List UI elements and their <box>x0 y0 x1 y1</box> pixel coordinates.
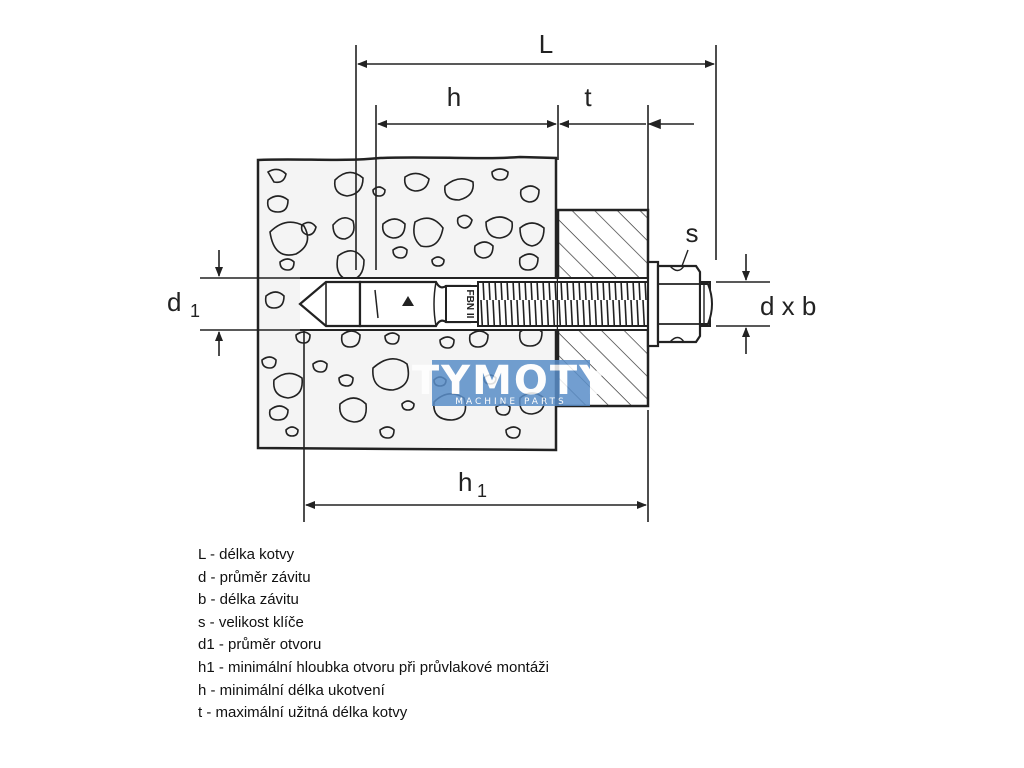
label-dxb: d x b <box>760 291 816 321</box>
legend-item: d1 - průměr otvoru <box>198 636 322 654</box>
label-s: s <box>686 218 699 248</box>
dimension-dxb <box>716 254 770 354</box>
dimension-L <box>355 45 717 270</box>
dimension-t <box>559 105 694 260</box>
watermark-logo: TYMOTY MACHINE PARTS <box>412 358 610 407</box>
anchor-diagram: FBN II L h t s <box>167 29 816 522</box>
label-h1-subscript: 1 <box>477 481 487 501</box>
label-t: t <box>584 82 592 112</box>
legend-item: b - délka závitu <box>198 591 299 609</box>
anchor-bolt: FBN II <box>298 260 713 348</box>
legend-item: L - délka kotvy <box>198 546 295 563</box>
legend-item: d - průměr závitu <box>198 568 311 586</box>
watermark-tagline: MACHINE PARTS <box>455 397 567 407</box>
label-d1: d <box>167 287 181 317</box>
dimension-h1 <box>303 330 649 522</box>
dimension-h <box>375 105 559 270</box>
label-h: h <box>447 82 461 112</box>
label-L: L <box>539 29 553 59</box>
legend-item: t - maximální užitná délka kotvy <box>198 704 408 722</box>
legend-item: h1 - minimální hloubka otvoru při průvla… <box>198 658 549 676</box>
bolt-stamp: FBN II <box>464 290 475 319</box>
legend: L - délka kotvy d - průměr závitu b - délk… <box>198 544 798 725</box>
label-d1-subscript: 1 <box>190 301 200 321</box>
label-h1: h <box>458 467 472 497</box>
dimension-d1 <box>200 250 300 356</box>
legend-item: s - velikost klíče <box>198 613 304 631</box>
watermark-brand: TYMOTY <box>412 358 610 404</box>
legend-item: h - minimální délka ukotvení <box>198 681 385 699</box>
triangle-mark-icon <box>402 296 414 306</box>
